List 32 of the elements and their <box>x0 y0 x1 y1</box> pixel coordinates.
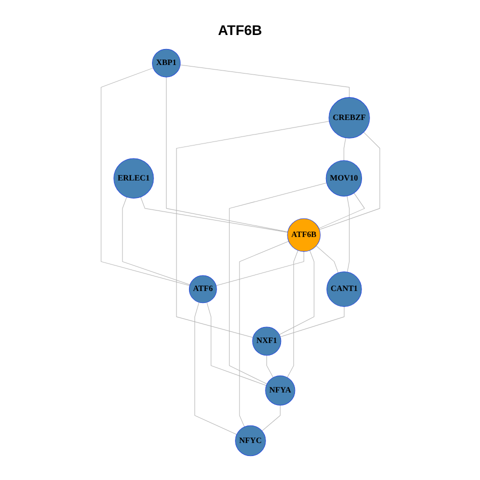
connector <box>206 302 266 386</box>
node-circle: NFYA <box>264 375 295 406</box>
connector <box>278 250 314 334</box>
connector <box>286 250 298 378</box>
connector <box>238 240 288 427</box>
connector <box>318 192 364 228</box>
node-circle: XBP1 <box>152 48 180 77</box>
connector <box>194 302 236 434</box>
connector <box>343 137 346 160</box>
connector <box>228 182 326 384</box>
connector <box>140 196 288 232</box>
node-circle: ATF6B <box>286 218 320 252</box>
chart-title: ATF6B <box>216 21 264 40</box>
connector <box>261 404 280 431</box>
node-circle: ERLEC1 <box>113 158 154 198</box>
node-circle: CREBZF <box>328 96 370 138</box>
connector <box>266 354 273 378</box>
connector <box>215 250 304 286</box>
connector <box>318 131 380 230</box>
node-circle: CANT1 <box>326 271 362 306</box>
node-circle: MOV10 <box>325 160 362 196</box>
connector <box>176 120 330 338</box>
connector <box>179 64 350 98</box>
connector <box>316 245 338 273</box>
connector <box>280 306 344 337</box>
node-circle: NFYC <box>234 424 266 456</box>
connector <box>346 195 350 272</box>
node-circle: ATF6 <box>188 274 216 303</box>
connector <box>122 196 190 285</box>
connector <box>100 67 190 286</box>
connector <box>166 76 288 232</box>
node-circle: NXF1 <box>252 326 281 356</box>
